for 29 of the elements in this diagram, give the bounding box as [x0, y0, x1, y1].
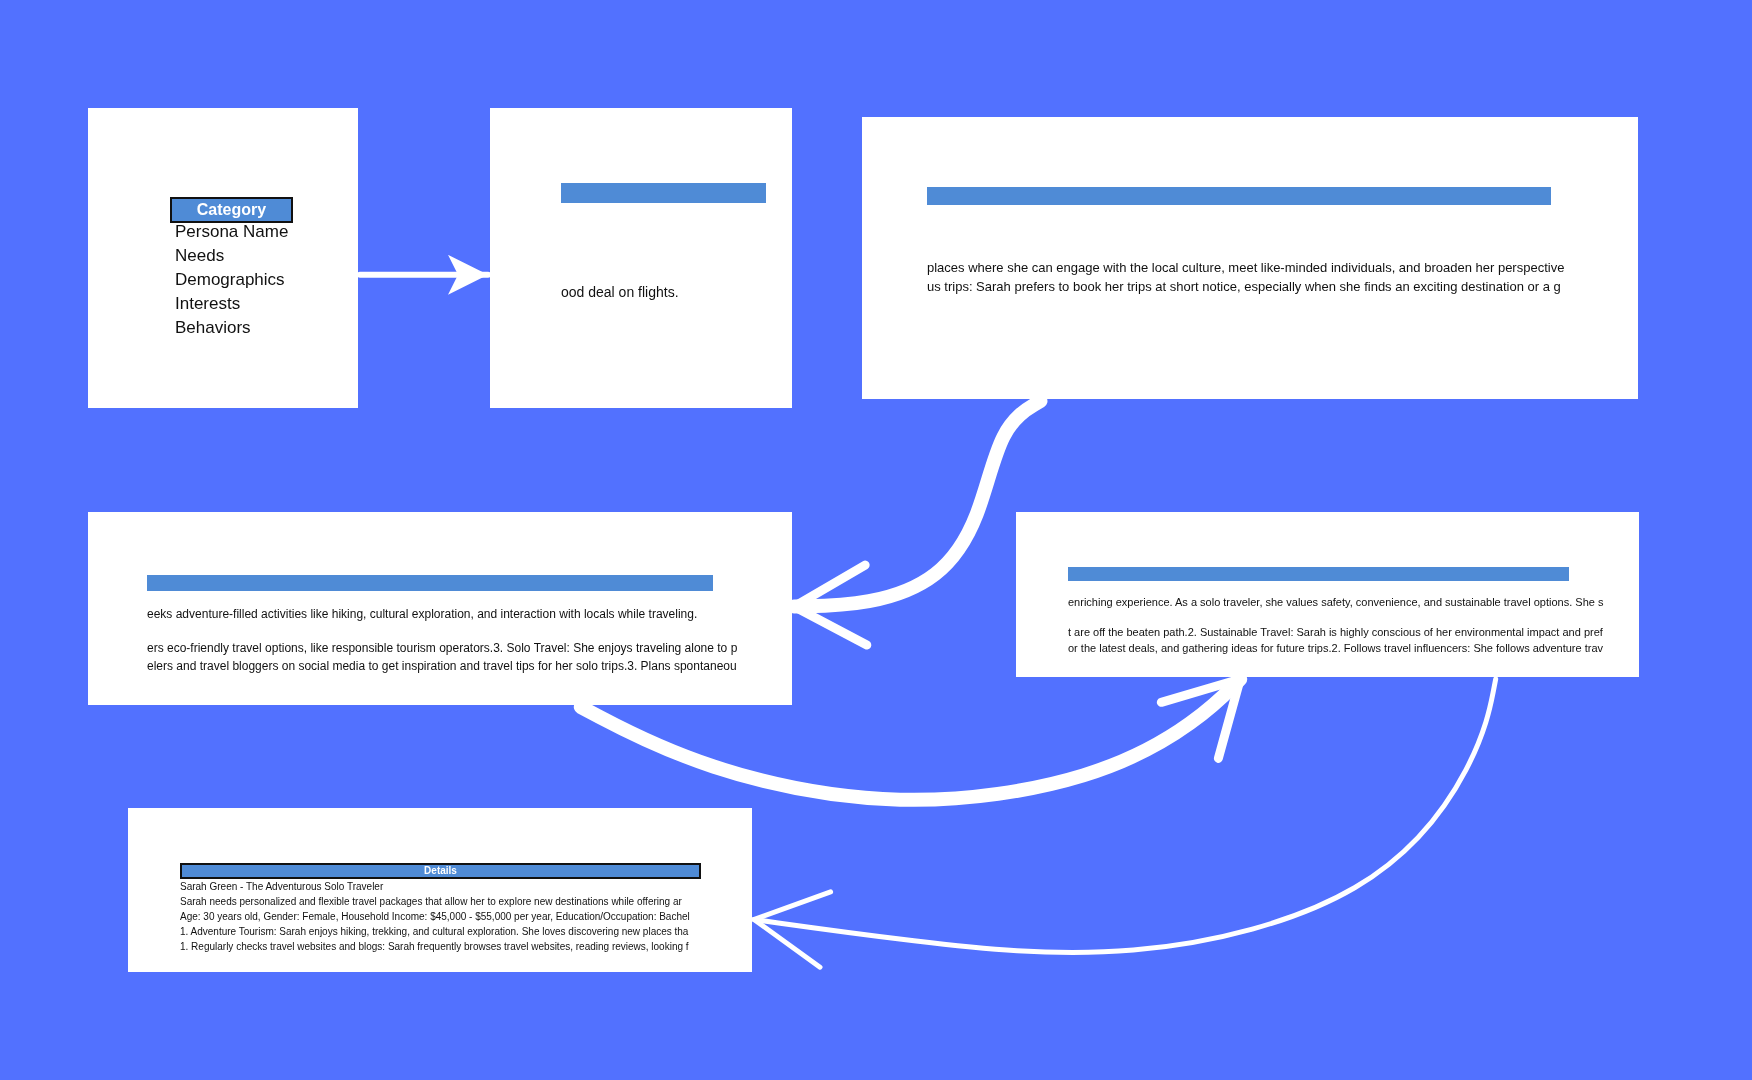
text-line: t are off the beaten path.2. Sustainable Travel: Sarah is highly conscious of her environmental impact and pref [1068, 626, 1604, 640]
arrow [357, 254, 491, 295]
text-line: 1. Adventure Tourism: Sarah enjoys hiking, trekking, and cultural exploration. She loves discovering new places tha [180, 926, 690, 939]
text-line: us trips: Sarah prefers to book her trips at short notice, especially when she finds an exciting destination or a g [927, 279, 1562, 296]
text-line: Needs [175, 245, 226, 267]
text-line: elers and travel bloggers on social media to get inspiration and travel tips for her solo trips.3. Plans spontaneou [147, 659, 738, 674]
table-header: Category [170, 197, 293, 223]
text-line: Sarah needs personalized and flexible travel packages that allow her to explore new destinations while offering ar [180, 896, 683, 909]
text-line: eeks adventure-filled activities like hiking, cultural exploration, and interaction with locals while traveling. [147, 607, 699, 622]
panel [128, 808, 752, 972]
text-line: 1. Regularly checks travel websites and blogs: Sarah frequently browses travel websites, reading reviews, looking f [180, 941, 690, 954]
text-line: Behaviors [175, 317, 252, 339]
text-line: enriching experience. As a solo traveler, she values safety, convenience, and sustainable travel options. She s [1068, 596, 1605, 610]
panel [490, 108, 792, 408]
text-line: ers eco-friendly travel options, like responsible tourism operators.3. Solo Travel: She enjoys traveling alone to p [147, 641, 739, 656]
table-header: Details [180, 863, 701, 879]
text-line: Sarah Green - The Adventurous Solo Traveler [180, 881, 385, 894]
panel [862, 117, 1638, 399]
text-line: Age: 30 years old, Gender: Female, Household Income: $45,000 - $55,000 per year, Education/Occupation: Bachel [180, 911, 691, 924]
text-line: places where she can engage with the local culture, meet like-minded individuals, and broaden her perspective [927, 260, 1566, 277]
text-line: ood deal on flights. [561, 284, 680, 302]
arrow [751, 676, 1499, 970]
text-line: Demographics [175, 269, 286, 291]
panel [1016, 512, 1639, 677]
text-line: or the latest deals, and gathering ideas for future trips.2. Follows travel influencers: She follows adventure trav [1068, 642, 1604, 656]
panel [88, 512, 792, 705]
text-line: Persona Name [175, 221, 290, 243]
panel [88, 108, 358, 408]
text-line: Interests [175, 293, 242, 315]
